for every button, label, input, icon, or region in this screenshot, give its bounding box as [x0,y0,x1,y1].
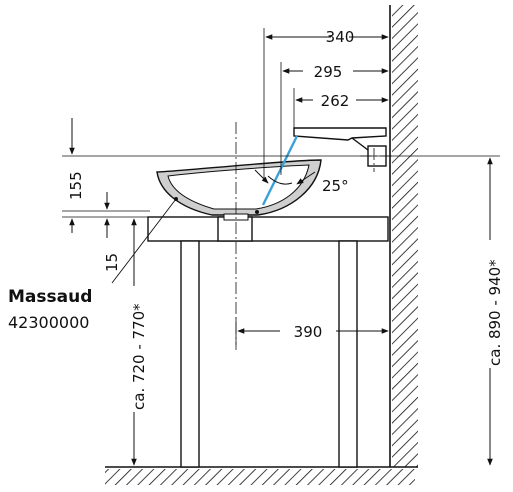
basin-bowl [156,159,322,221]
dimension-15: 15 [103,192,121,272]
angle-label: 25° [322,177,349,195]
dim-390-label: 390 [294,323,323,341]
dimension-155: 155 [67,118,85,233]
dimension-262: 262 [295,92,389,110]
dim-15-label: 15 [103,253,121,272]
dimension-basin-height: ca. 720 - 770* [130,218,148,466]
dimension-angle: 25° [254,169,349,195]
dimension-340: 340 [265,28,389,46]
floor [105,466,418,485]
dim-155-label: 155 [67,171,85,200]
dim-295-label: 295 [314,63,343,81]
product-code: 42300000 [8,313,89,332]
product-name: Massaud [8,287,92,307]
dim-262-label: 262 [321,92,350,110]
wall [389,5,418,467]
dimension-295: 295 [282,63,389,81]
reference-lines [62,28,500,345]
spout-height-label: ca. 890 - 940* [486,259,504,366]
basin-height-label: ca. 720 - 770* [130,303,148,410]
dimension-spout-height: ca. 890 - 940* [486,157,504,466]
console-table [147,216,389,468]
water-stream [261,135,299,206]
dim-340-label: 340 [326,28,355,46]
product-leader-line [111,198,177,284]
dimension-390: 390 [237,323,389,341]
